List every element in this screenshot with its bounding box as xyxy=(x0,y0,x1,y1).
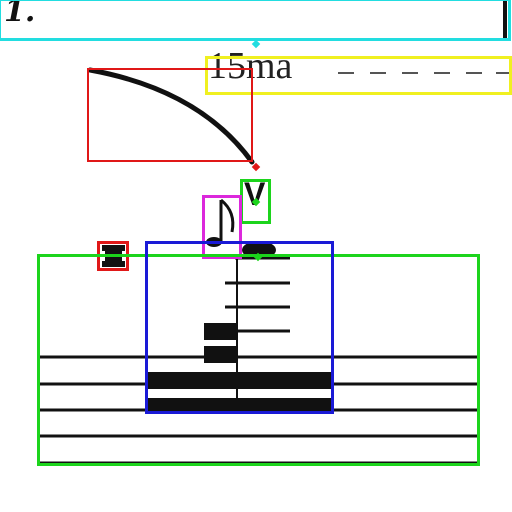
annotation-box-fingering[interactable] xyxy=(0,0,511,41)
note-head xyxy=(204,323,236,340)
ottava-label: 15ma xyxy=(208,45,293,87)
slur-icon xyxy=(87,67,255,165)
ottava-dash xyxy=(466,72,482,74)
barline xyxy=(503,0,507,38)
note-head xyxy=(204,346,236,363)
annotation-box-slur[interactable] xyxy=(87,68,253,162)
annotation-box-ottava[interactable] xyxy=(205,56,512,95)
beam xyxy=(148,398,331,410)
beam xyxy=(148,372,331,389)
annotation-box-note-stack[interactable] xyxy=(145,241,334,414)
fingering-label: 1. xyxy=(4,0,36,29)
ottava-dash xyxy=(496,72,512,74)
ottava-dash xyxy=(370,72,386,74)
up-bow-icon: V xyxy=(244,176,266,212)
ottava-dash xyxy=(434,72,450,74)
ottava-dash xyxy=(338,72,354,74)
annotation-box-eighth-note[interactable] xyxy=(202,195,242,259)
ottava-dash xyxy=(402,72,418,74)
